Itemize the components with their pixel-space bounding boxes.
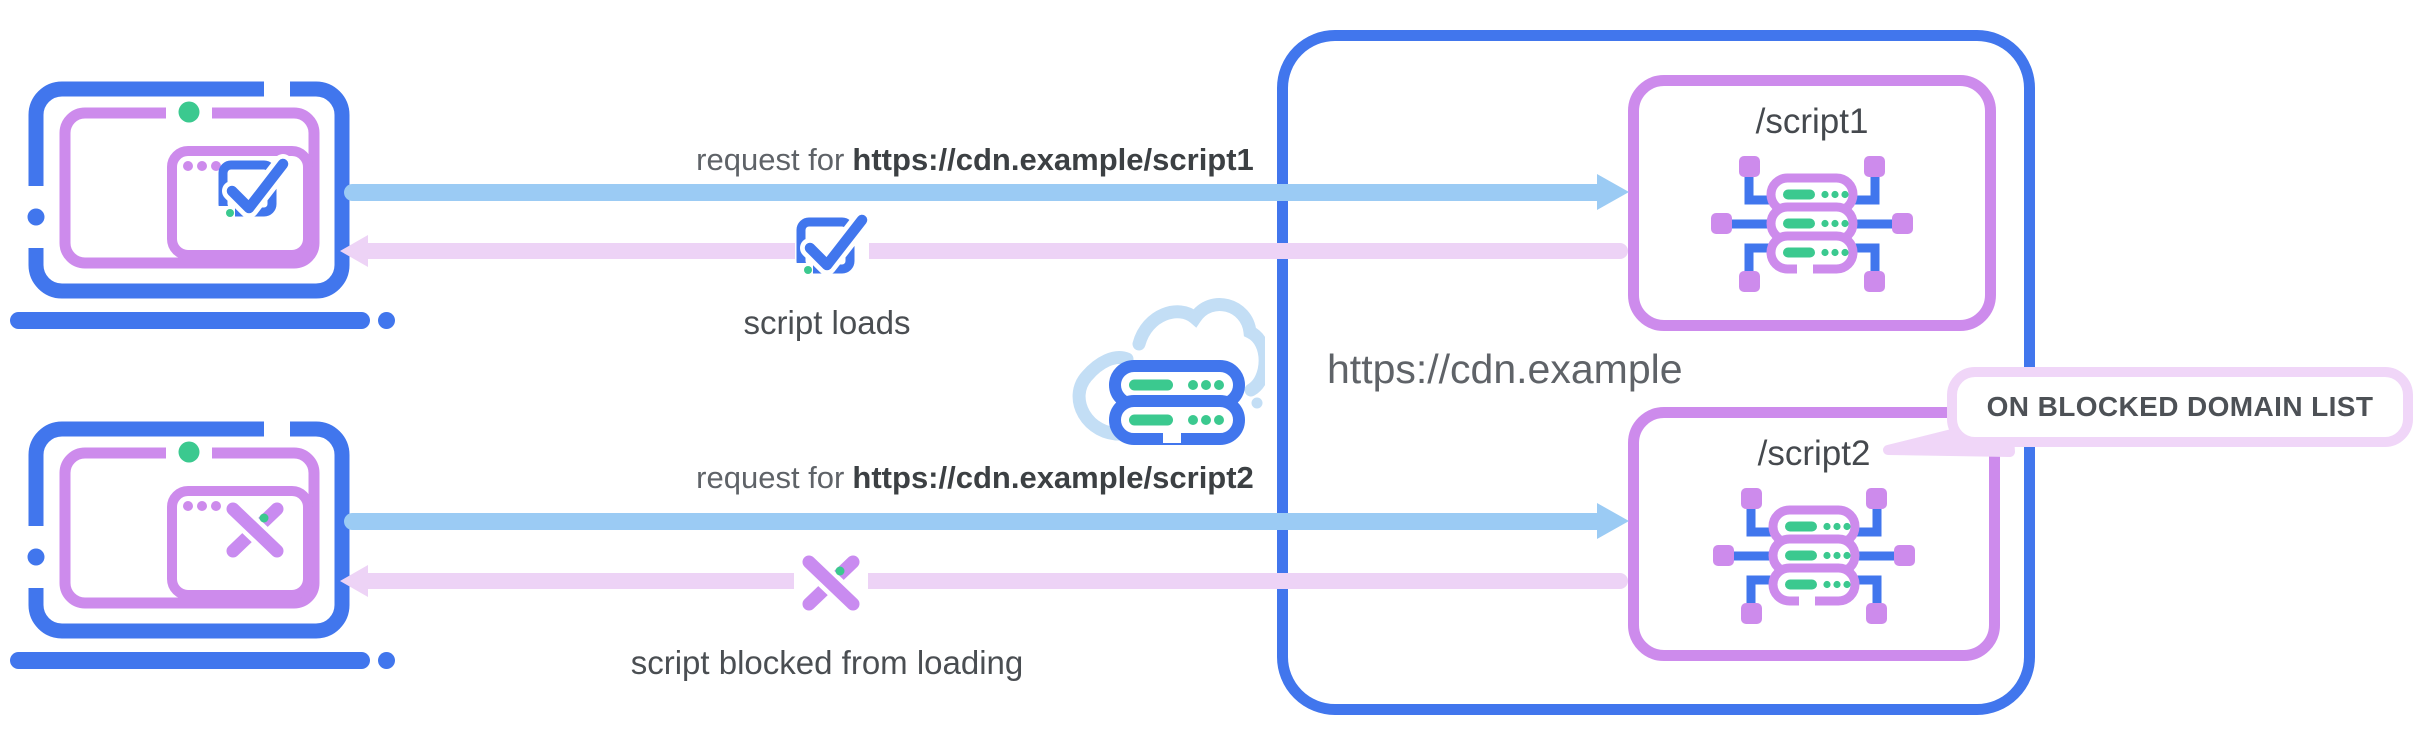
request-url: https://cdn.example/script1	[852, 142, 1254, 177]
request-arrow-script2	[344, 513, 1598, 530]
request-arrowhead-script1	[1597, 174, 1629, 210]
response-arrow-script2	[366, 573, 1628, 589]
endpoint-label-script2: /script2	[1757, 434, 1871, 473]
endpoint-box-script1: /script1	[1628, 75, 1996, 331]
response-arrowhead-script1	[340, 235, 368, 267]
request-arrowhead-script2	[1597, 503, 1629, 539]
blocked-domain-callout-text: ON BLOCKED DOMAIN LIST	[1986, 391, 2374, 422]
response-arrowhead-script2	[340, 565, 368, 597]
cdn-domain-label: https://cdn.example	[1327, 346, 1683, 392]
response-label-script1: script loads	[743, 304, 911, 341]
laptop-browser-x-icon	[10, 416, 395, 669]
laptop-browser-check-icon	[10, 76, 395, 329]
request-prefix: request for	[696, 460, 845, 495]
endpoint-label-script1: /script1	[1755, 102, 1869, 141]
cloud-server-icon	[1072, 298, 1265, 445]
response-label-script2: script blocked from loading	[630, 644, 1024, 681]
x-mark-icon	[794, 547, 868, 619]
request-prefix: request for	[696, 142, 845, 177]
blocked-domain-callout: ON BLOCKED DOMAIN LIST	[1947, 367, 2413, 447]
request-arrow-script1	[344, 184, 1598, 201]
request-url: https://cdn.example/script2	[852, 460, 1254, 495]
server-cluster-icon	[1711, 156, 1913, 292]
server-cluster-icon	[1713, 488, 1915, 624]
response-arrow-script1	[366, 243, 1628, 259]
check-square-icon	[795, 213, 869, 285]
